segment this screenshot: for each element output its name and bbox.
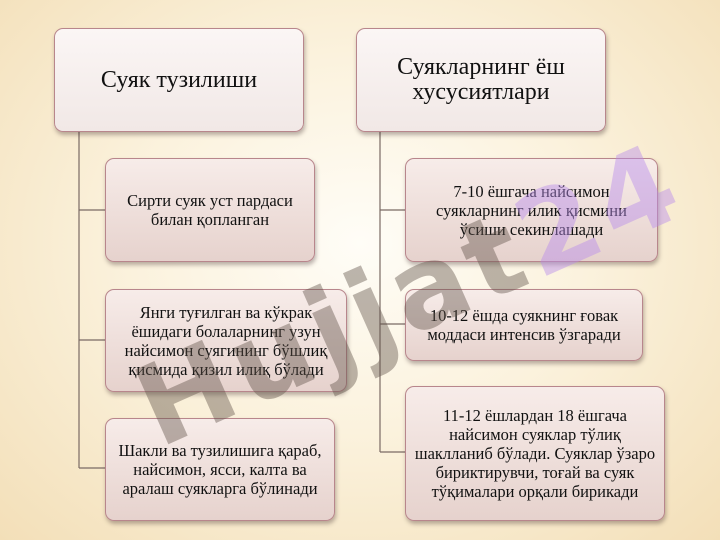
left-item-box-1: Сирти суяк уст пардаси билан қопланган	[105, 158, 315, 262]
right-item-text-2: 10-12 ёшда суякнинг ғовак моддаси интенс…	[427, 306, 621, 344]
left-item-text-2: Янги туғилган ва кўкрак ёшидаги болаларн…	[124, 302, 328, 379]
left-item-text-1: Сирти суяк уст пардаси билан қопланган	[127, 191, 293, 229]
right-heading-text: Суякларнинг ёш хусусиятлари	[397, 54, 565, 105]
left-item-box-3: Шакли ва тузилишига қараб, найсимон, ясс…	[105, 418, 335, 521]
left-item-box-2: Янги туғилган ва кўкрак ёшидаги болаларн…	[105, 289, 347, 392]
right-item-text-3: 11-12 ёшлардан 18 ёшгача найсимон суякла…	[414, 406, 656, 501]
right-heading-box: Суякларнинг ёш хусусиятлари	[356, 28, 606, 132]
left-heading-text: Суяк тузилиши	[100, 66, 258, 93]
right-item-box-3: 11-12 ёшлардан 18 ёшгача найсимон суякла…	[405, 386, 665, 521]
left-item-text-3: Шакли ва тузилишига қараб, найсимон, ясс…	[118, 441, 322, 498]
right-item-text-1: 7-10 ёшгача найсимон суякларнинг илик қи…	[436, 181, 627, 239]
right-item-box-2: 10-12 ёшда суякнинг ғовак моддаси интенс…	[405, 289, 643, 361]
left-heading-box: Суяк тузилиши	[54, 28, 304, 132]
right-item-box-1: 7-10 ёшгача найсимон суякларнинг илик қи…	[405, 158, 658, 262]
